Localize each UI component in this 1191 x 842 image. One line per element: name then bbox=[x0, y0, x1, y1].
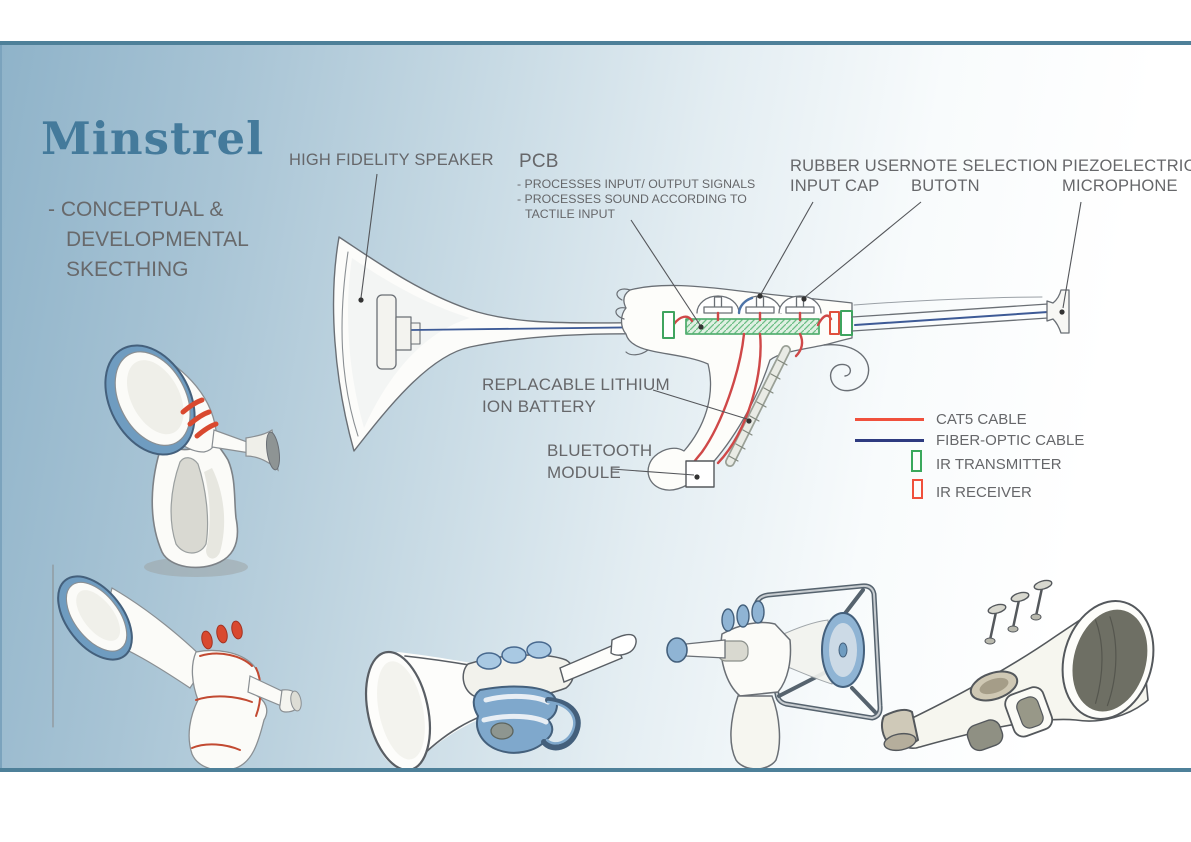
legend-label-fiber-optic: FIBER-OPTIC CABLE bbox=[936, 432, 1085, 449]
ir-transmitter-swatch bbox=[911, 450, 922, 472]
label-pcb-point: - PROCESSES INPUT/ OUTPUT SIGNALS bbox=[517, 177, 756, 191]
ir-receiver-swatch bbox=[912, 479, 923, 499]
top-teal-rule bbox=[0, 41, 1191, 45]
subtitle-line: - CONCEPTUAL & bbox=[48, 198, 224, 221]
fiber-optic-cable-swatch bbox=[855, 439, 924, 442]
page-title: Minstrel bbox=[41, 112, 265, 165]
label-rubber-user-input-cap: RUBBER USER INPUT CAP bbox=[790, 157, 912, 195]
label-pcb-point: - PROCESSES SOUND ACCORDING TO bbox=[517, 192, 747, 206]
top-white-band bbox=[0, 0, 1191, 41]
label-note-selection-button: NOTE SELECTION BUTOTN bbox=[911, 157, 1058, 195]
legend-label-ir-transmitter: IR TRANSMITTER bbox=[936, 456, 1062, 473]
subtitle-line: SKECTHING bbox=[66, 258, 189, 281]
subtitle-line: DEVELOPMENTAL bbox=[66, 228, 249, 251]
cat5-cable-swatch bbox=[855, 418, 924, 421]
bottom-teal-rule bbox=[0, 768, 1191, 772]
label-high-fidelity-speaker: HIGH FIDELITY SPEAKER bbox=[289, 151, 494, 169]
legend-label-ir-receiver: IR RECEIVER bbox=[936, 484, 1032, 501]
label-pcb: PCB bbox=[519, 151, 559, 172]
page-subtitle: - CONCEPTUAL & DEVELOPMENTAL SKECTHING bbox=[48, 195, 249, 285]
label-lithium-battery: REPLACABLE LITHIUM ION BATTERY bbox=[482, 375, 670, 416]
label-bluetooth-module: BLUETOOTH MODULE bbox=[547, 441, 653, 482]
footer: JASON MATHEWS - Product Design Engineer … bbox=[0, 772, 1191, 842]
legend-label-cat5: CAT5 CABLE bbox=[936, 411, 1027, 428]
label-piezoelectric-microphone: PIEZOELECTRIC MICROPHONE bbox=[1062, 157, 1191, 195]
label-pcb-point: TACTILE INPUT bbox=[525, 207, 615, 221]
